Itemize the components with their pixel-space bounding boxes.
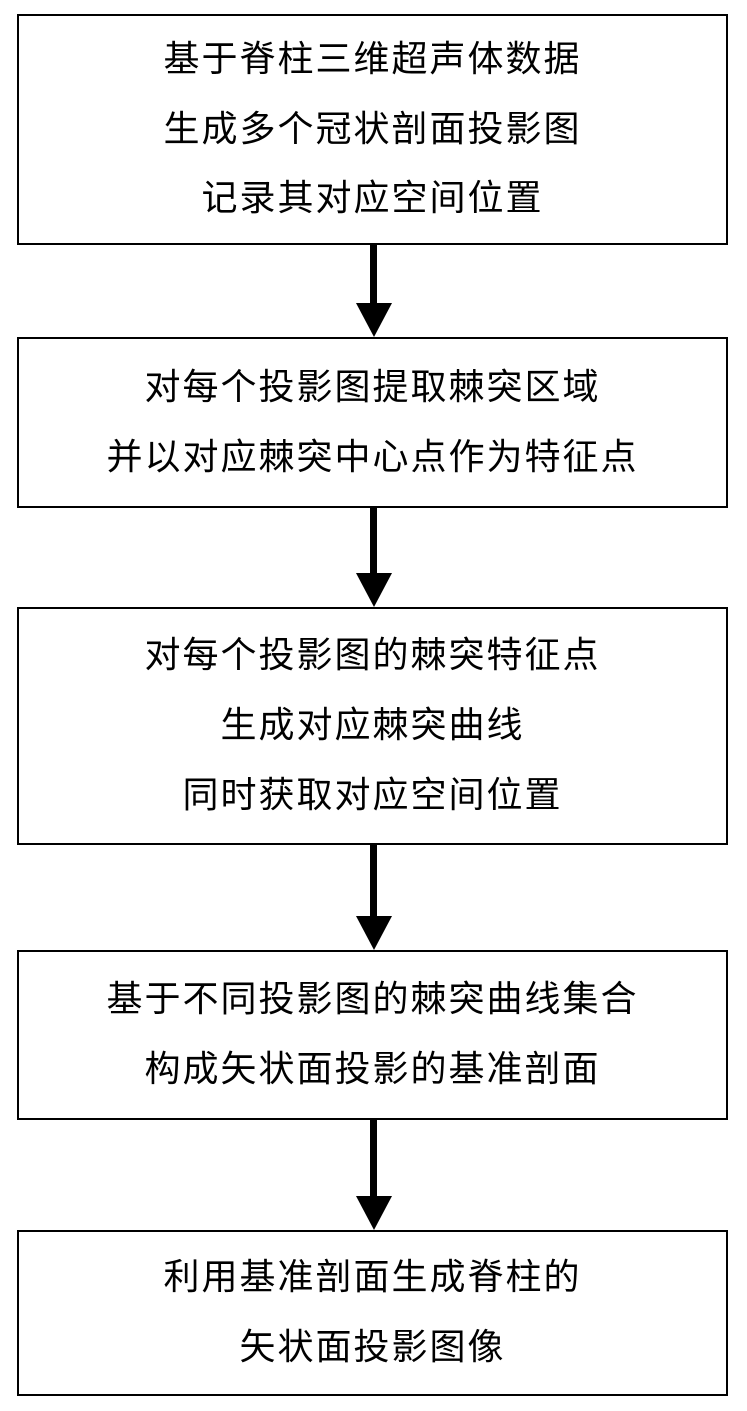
down-arrow-head-icon <box>355 916 392 950</box>
arrow-stem <box>370 845 377 916</box>
flow-step-3-line-2: 生成对应棘突曲线 <box>220 705 525 746</box>
flow-step-2: 对每个投影图提取棘突区域 并以对应棘突中心点作为特征点 <box>17 337 728 508</box>
arrow-stem <box>370 245 377 303</box>
down-arrow-head-icon <box>355 573 392 607</box>
flow-step-2-line-1: 对每个投影图提取棘突区域 <box>144 366 601 407</box>
flow-step-3: 对每个投影图的棘突特征点 生成对应棘突曲线 同时获取对应空间位置 <box>17 607 728 845</box>
flow-step-4: 基于不同投影图的棘突曲线集合 构成矢状面投影的基准剖面 <box>17 950 728 1120</box>
down-arrow-head-icon <box>355 1196 392 1230</box>
down-arrow-3 <box>0 845 747 950</box>
flow-step-5: 利用基准剖面生成脊柱的 矢状面投影图像 <box>17 1230 728 1396</box>
down-arrow-4 <box>0 1120 747 1230</box>
flow-step-1: 基于脊柱三维超声体数据 生成多个冠状剖面投影图 记录其对应空间位置 <box>17 14 728 245</box>
arrow-stem <box>370 1120 377 1196</box>
flow-step-5-line-1: 利用基准剖面生成脊柱的 <box>163 1257 582 1298</box>
down-arrow-head-icon <box>355 303 392 337</box>
flow-step-5-line-2: 矢状面投影图像 <box>239 1327 506 1367</box>
flow-step-3-line-3: 同时获取对应空间位置 <box>182 774 563 815</box>
down-arrow-1 <box>0 245 747 337</box>
down-arrow-2 <box>0 508 747 607</box>
arrow-stem <box>370 508 377 573</box>
flow-step-2-line-2: 并以对应棘突中心点作为特征点 <box>106 436 639 477</box>
flow-step-3-line-1: 对每个投影图的棘突特征点 <box>144 635 601 676</box>
flow-step-1-line-1: 基于脊柱三维超声体数据 <box>163 38 582 79</box>
flow-step-4-line-2: 构成矢状面投影的基准剖面 <box>144 1049 601 1089</box>
flow-step-1-line-3: 记录其对应空间位置 <box>201 178 544 219</box>
flow-step-4-line-1: 基于不同投影图的棘突曲线集合 <box>106 979 639 1020</box>
flow-step-1-line-2: 生成多个冠状剖面投影图 <box>163 108 582 149</box>
